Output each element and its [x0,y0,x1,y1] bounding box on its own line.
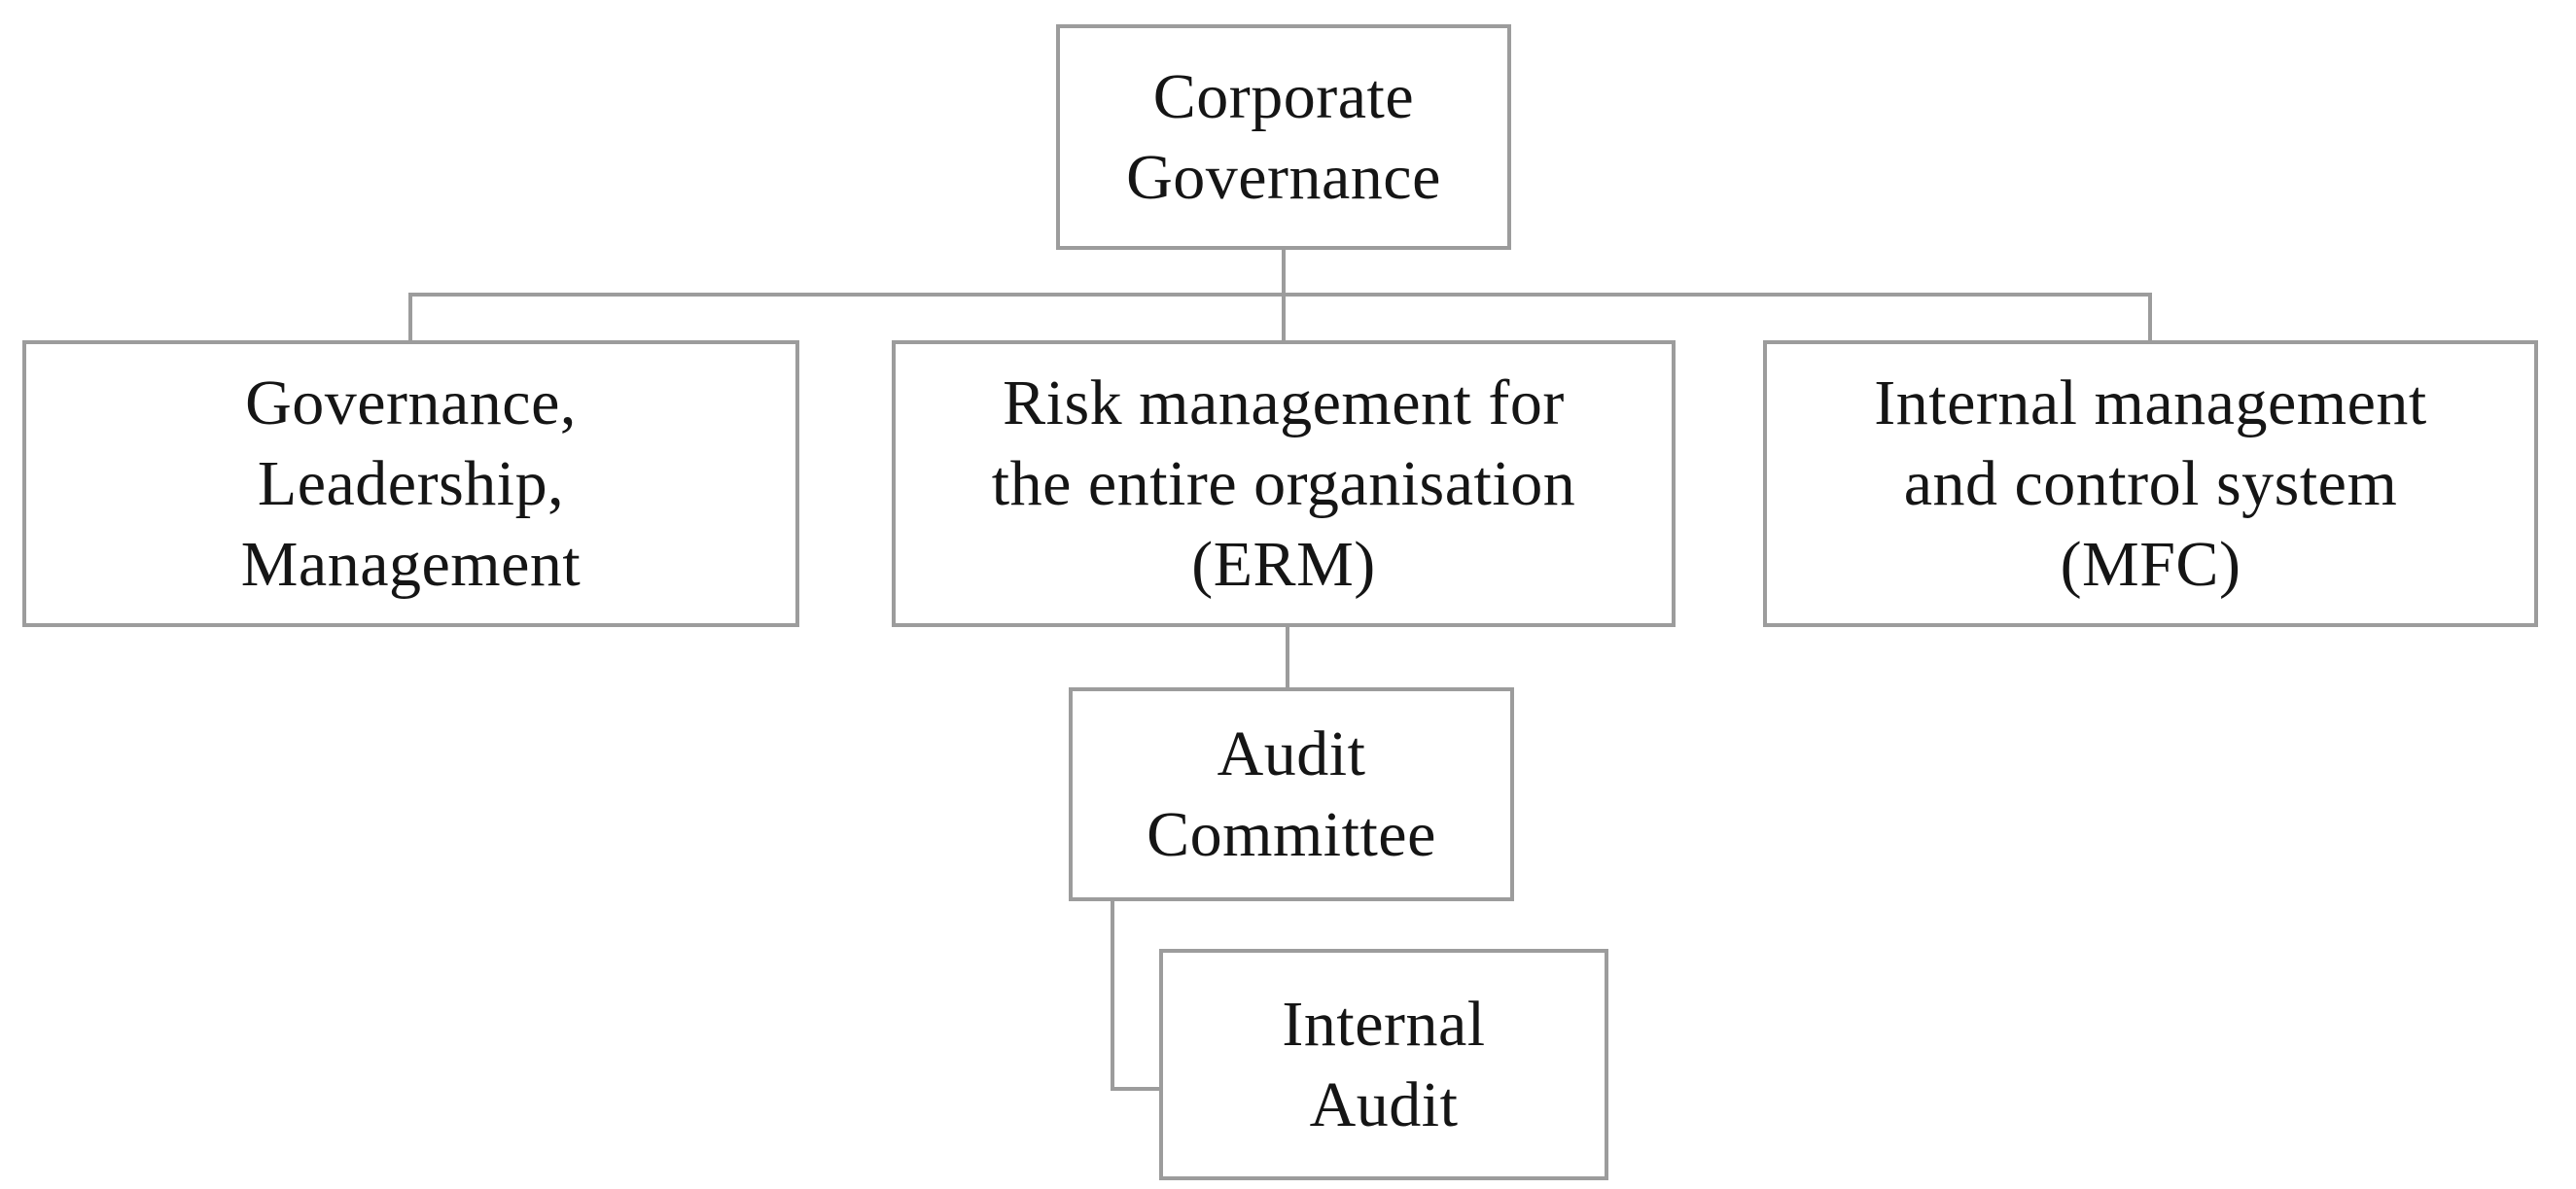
connector-audit-to-ia-vertical [1111,897,1114,1091]
node-internal-management-mfc: Internal management and control system (… [1763,340,2538,627]
connector-horizontal-bar [408,293,2152,297]
connector-drop-left [408,293,412,344]
connector-drop-right [2148,293,2152,344]
node-internal-audit: Internal Audit [1159,949,1608,1180]
connector-erm-to-audit [1286,623,1289,691]
node-internal-audit-label: Internal Audit [1282,988,1486,1140]
node-audit-committee: Audit Committee [1069,687,1514,901]
node-corporate-governance-label: Corporate Governance [1126,60,1441,213]
node-corporate-governance: Corporate Governance [1056,24,1511,250]
node-risk-management-erm-label: Risk management for the entire organisat… [991,367,1576,601]
node-governance-leadership-management-label: Governance, Leadership, Management [240,367,582,601]
node-risk-management-erm: Risk management for the entire organisat… [892,340,1676,627]
connector-audit-to-ia-horizontal [1111,1087,1163,1091]
node-internal-management-mfc-label: Internal management and control system (… [1874,367,2427,601]
connector-drop-middle [1282,293,1286,344]
node-audit-committee-label: Audit Committee [1147,717,1436,870]
node-governance-leadership-management: Governance, Leadership, Management [22,340,799,627]
connector-top-stub [1282,246,1286,297]
